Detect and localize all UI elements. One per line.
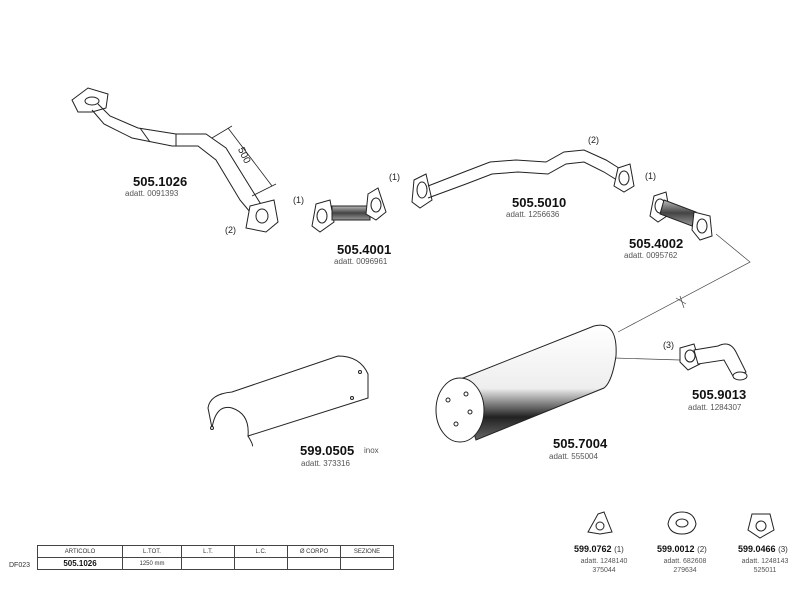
marker-3: (3) [663, 340, 674, 350]
part-ref-505-4001: adatt. 0096961 [334, 257, 388, 266]
part-ref-505-5010: adatt. 1256636 [506, 210, 560, 219]
marker-1: (1) [645, 171, 656, 181]
part-material-599-0505: inox [364, 446, 379, 455]
spec-header: L.C. [234, 545, 288, 558]
spec-cell [234, 557, 288, 570]
part-code-505-1026: 505.1026 [133, 174, 188, 189]
dimension-line-500 [211, 125, 277, 197]
marker-1: (1) [293, 195, 304, 205]
gasket-icon [587, 511, 613, 535]
spec-row-label: DF023 [9, 562, 31, 569]
spec-cell [287, 557, 341, 570]
spec-header: ARTICOLO [37, 545, 123, 558]
part-ref-505-9013: adatt. 1284307 [688, 403, 742, 412]
spec-header: Ø CORPO [287, 545, 341, 558]
part-ref-599-0505: adatt. 373316 [301, 459, 350, 468]
heat-shield-599-0505 [207, 355, 369, 447]
spec-header: SEZIONE [340, 545, 394, 558]
accessory-code-599-0762: 599.0762 (1) [574, 544, 624, 554]
part-code-505-4001: 505.4001 [337, 242, 392, 257]
marker-2: (2) [225, 225, 236, 235]
accessory-code-599-0466: 599.0466 (3) [738, 544, 788, 554]
spec-cell [340, 557, 394, 570]
muffler-505-7004 [435, 324, 617, 443]
spec-cell: 505.1026 [37, 557, 123, 570]
spec-header: L.T. [181, 545, 235, 558]
part-ref-505-4002: adatt. 0095762 [624, 251, 678, 260]
spec-header: L.TOT. [122, 545, 182, 558]
part-code-505-4002: 505.4002 [629, 236, 684, 251]
spec-header-row: ARTICOLO L.TOT. L.T. L.C. Ø CORPO SEZION… [37, 545, 394, 558]
marker-2: (2) [588, 135, 599, 145]
flex-pipe-505-4002 [649, 191, 713, 241]
marker-1: (1) [389, 172, 400, 182]
spec-cell: 1250 mm [122, 557, 182, 570]
part-code-599-0505: 599.0505 [300, 443, 355, 458]
part-ref-505-1026: adatt. 0091393 [125, 189, 179, 198]
spec-cell [181, 557, 235, 570]
gasket-oval-icon [667, 511, 697, 535]
front-pipe-505-1026 [71, 87, 279, 233]
part-ref-505-7004: adatt. 555004 [549, 452, 598, 461]
accessory-code-599-0012: 599.0012 (2) [657, 544, 707, 554]
spec-data-row: 505.1026 1250 mm [37, 557, 394, 570]
gasket-triangle-icon [747, 513, 775, 539]
connection-lines [613, 233, 751, 361]
spec-table: ARTICOLO L.TOT. L.T. L.C. Ø CORPO SEZION… [37, 545, 394, 570]
tail-pipe-505-9013 [679, 343, 748, 381]
part-code-505-7004: 505.7004 [553, 436, 608, 451]
middle-pipe-505-5010 [411, 149, 635, 209]
part-code-505-9013: 505.9013 [692, 387, 747, 402]
flex-pipe-505-4001 [311, 187, 387, 233]
part-code-505-5010: 505.5010 [512, 195, 567, 210]
